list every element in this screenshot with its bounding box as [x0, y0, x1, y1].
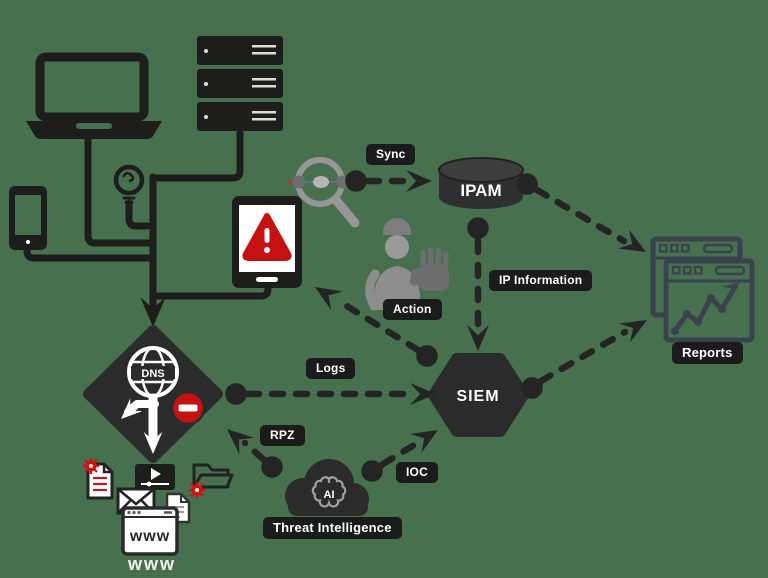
tablet-wire: [154, 282, 272, 300]
redirect-arrows-icon: [124, 393, 159, 443]
edge-label-rpz: RPZ: [260, 425, 305, 446]
www-reflection-label: www: [127, 554, 176, 574]
edge-action: [333, 296, 422, 354]
iot-bulb-icon: [113, 164, 145, 204]
laptop-icon: [26, 52, 162, 139]
server-wire: [153, 129, 244, 182]
smartphone-icon: [9, 186, 47, 250]
edge-label-ioc: IOC: [396, 462, 438, 483]
dns-label: DNS: [141, 368, 164, 380]
server-leds: [204, 45, 276, 121]
edge-label-logs: Logs: [306, 358, 356, 379]
ipam-node: IPAM: [438, 157, 524, 209]
bulb-wire: [125, 199, 152, 230]
laptop-wire: [84, 129, 154, 247]
database-cylinder-icon: [438, 157, 524, 209]
device-wires: [23, 129, 272, 312]
dashed-edges: [241, 177, 629, 468]
edge-rpz: [241, 439, 267, 463]
threat-intelligence-node: AI: [285, 459, 369, 516]
video-player-icon: [135, 464, 175, 490]
warning-triangle-icon: [242, 213, 292, 261]
node-label-threat-intelligence: Threat Intelligence: [263, 517, 402, 539]
siem-label: SIEM: [456, 388, 499, 405]
node-label-reports: Reports: [672, 342, 743, 364]
www-label: www: [129, 528, 170, 545]
virus-icon: [83, 458, 99, 474]
phone-wire: [23, 242, 154, 262]
edge-ioc: [379, 438, 423, 468]
discovery-magnifier-icon: [288, 157, 360, 228]
cloud-icon: [285, 459, 369, 516]
edge-label-sync: Sync: [366, 144, 416, 165]
action-person-icon: [365, 218, 449, 311]
trend-chart-icon: [671, 276, 745, 335]
www-browser-icon: www: [121, 506, 179, 556]
alert-tablet-icon: [232, 196, 302, 288]
report-windows-icon: [650, 236, 755, 343]
server-stack-icon: [197, 36, 283, 131]
ipam-label: IPAM: [460, 181, 501, 200]
malware-file-icon: [86, 462, 114, 500]
edge-siem-reports: [537, 328, 629, 385]
reports-node: [650, 236, 755, 343]
stop-hand-icon: [409, 247, 449, 291]
virus-icon: [189, 482, 205, 498]
edge-label-action: Action: [383, 299, 442, 320]
ai-label: AI: [324, 489, 335, 501]
siem-node: SIEM: [428, 353, 529, 437]
dns-globe-icon: [127, 346, 179, 398]
edge-label-ip-information: IP Information: [489, 270, 593, 291]
dns-firewall-node: DNS: [83, 325, 223, 463]
edge-ipam-reports: [533, 186, 628, 245]
block-sign-icon: [170, 390, 206, 426]
edge-origin-dots: [225, 170, 544, 482]
ai-brain-icon: AI: [311, 476, 347, 508]
malware-folder-icon: [192, 463, 234, 489]
